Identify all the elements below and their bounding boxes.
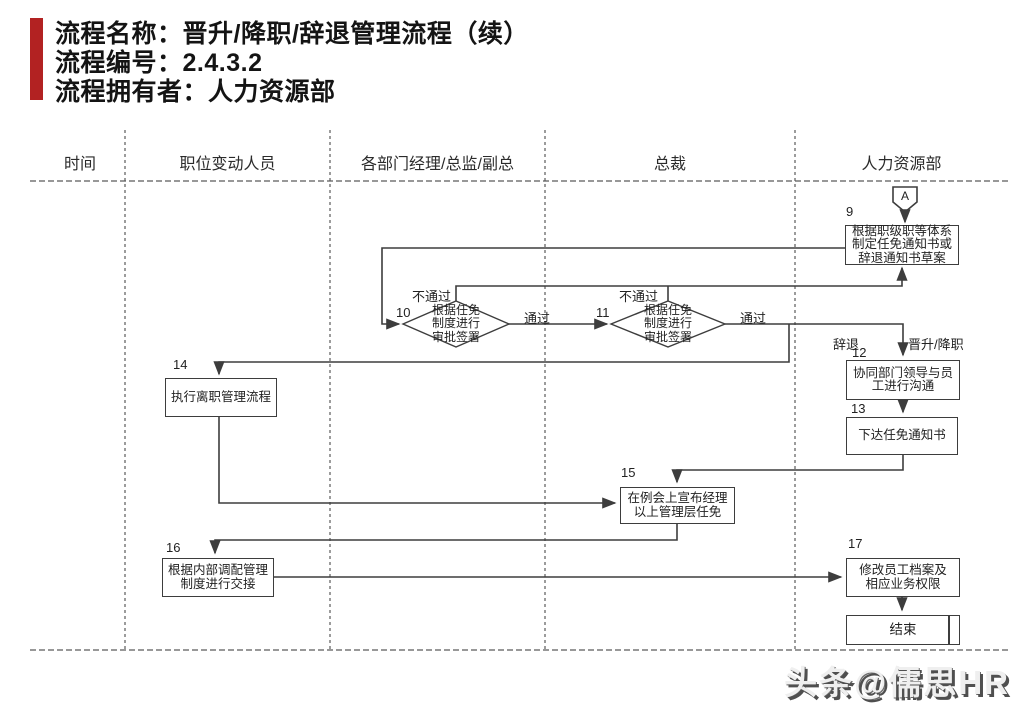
- edge-label-promote: 晋升/降职: [908, 337, 964, 352]
- offpage-connector-a: A: [900, 189, 909, 203]
- edge-9-to-10: [381, 247, 845, 330]
- offpage-connector-shape: [892, 186, 918, 214]
- process-box-17: 修改员工档案及 相应业务权限: [846, 558, 960, 597]
- decision-10-text: 根据任免 制度进行 审批签署: [431, 302, 480, 344]
- watermark-text: 头条@儒思HR: [784, 664, 1010, 701]
- process-owner-line: 流程拥有者：人力资源部: [55, 78, 336, 106]
- edge-label-pass-11: 通过: [740, 311, 767, 326]
- step-number-15: 15: [621, 465, 636, 480]
- lane-header-president: 总裁: [653, 156, 686, 173]
- process-box-13: 下达任免通知书: [846, 417, 958, 455]
- end-box: 结束: [846, 615, 960, 645]
- lane-header-time: 时间: [63, 156, 96, 173]
- lane-header-managers: 各部门经理/总监/副总: [361, 156, 514, 173]
- title-accent-bar: [30, 18, 43, 100]
- edge-11-pass-12: [725, 323, 909, 357]
- lane-header-employee: 职位变动人员: [179, 156, 276, 173]
- step-number-17: 17: [848, 536, 863, 551]
- process-box-12: 协同部门领导与员 工进行沟通: [846, 360, 960, 400]
- subprocess-box-14: 执行离职管理流程: [165, 378, 277, 417]
- step-number-12: 12: [852, 345, 867, 360]
- step-number-16: 16: [166, 540, 181, 555]
- end-box-inner-line: [948, 616, 950, 644]
- lane-header-hr: 人力资源部: [861, 156, 942, 173]
- edge-fail-return-9: [455, 266, 908, 301]
- process-box-16: 根据内部调配管理 制度进行交接: [162, 558, 274, 597]
- step-number-11: 11: [596, 305, 610, 320]
- process-name-line: 流程名称：晋升/降职/辞退管理流程（续）: [55, 20, 529, 48]
- process-box-15: 在例会上宣布经理 以上管理层任免: [620, 487, 735, 524]
- decision-11-text: 根据任免 制度进行 审批签署: [643, 302, 692, 344]
- edge-label-fail-10: 不通过: [412, 289, 452, 304]
- edge-dismiss-14: [213, 324, 790, 376]
- step-number-9: 9: [846, 204, 854, 219]
- edge-label-fail-11: 不通过: [619, 289, 659, 304]
- flow-edges: [209, 209, 911, 612]
- edge-15-to-16: [209, 524, 678, 555]
- title-block: 流程名称：晋升/降职/辞退管理流程（续） 流程编号：2.4.3.2 流程拥有者：…: [55, 20, 529, 107]
- lane-borders: [30, 180, 1008, 651]
- edge-label-dismiss: 辞退: [833, 337, 860, 352]
- edge-label-pass-10: 通过: [524, 311, 551, 326]
- step-number-13: 13: [851, 401, 866, 416]
- step-number-10: 10: [396, 305, 411, 320]
- lane-dividers: [124, 130, 796, 650]
- edge-14-to-15: [218, 417, 617, 509]
- process-number-line: 流程编号：2.4.3.2: [55, 49, 263, 77]
- process-box-9: 根据职级职等体系 制定任免通知书或 辞退通知书草案: [845, 224, 959, 265]
- edge-13-to-15: [671, 455, 904, 484]
- step-number-14: 14: [173, 357, 188, 372]
